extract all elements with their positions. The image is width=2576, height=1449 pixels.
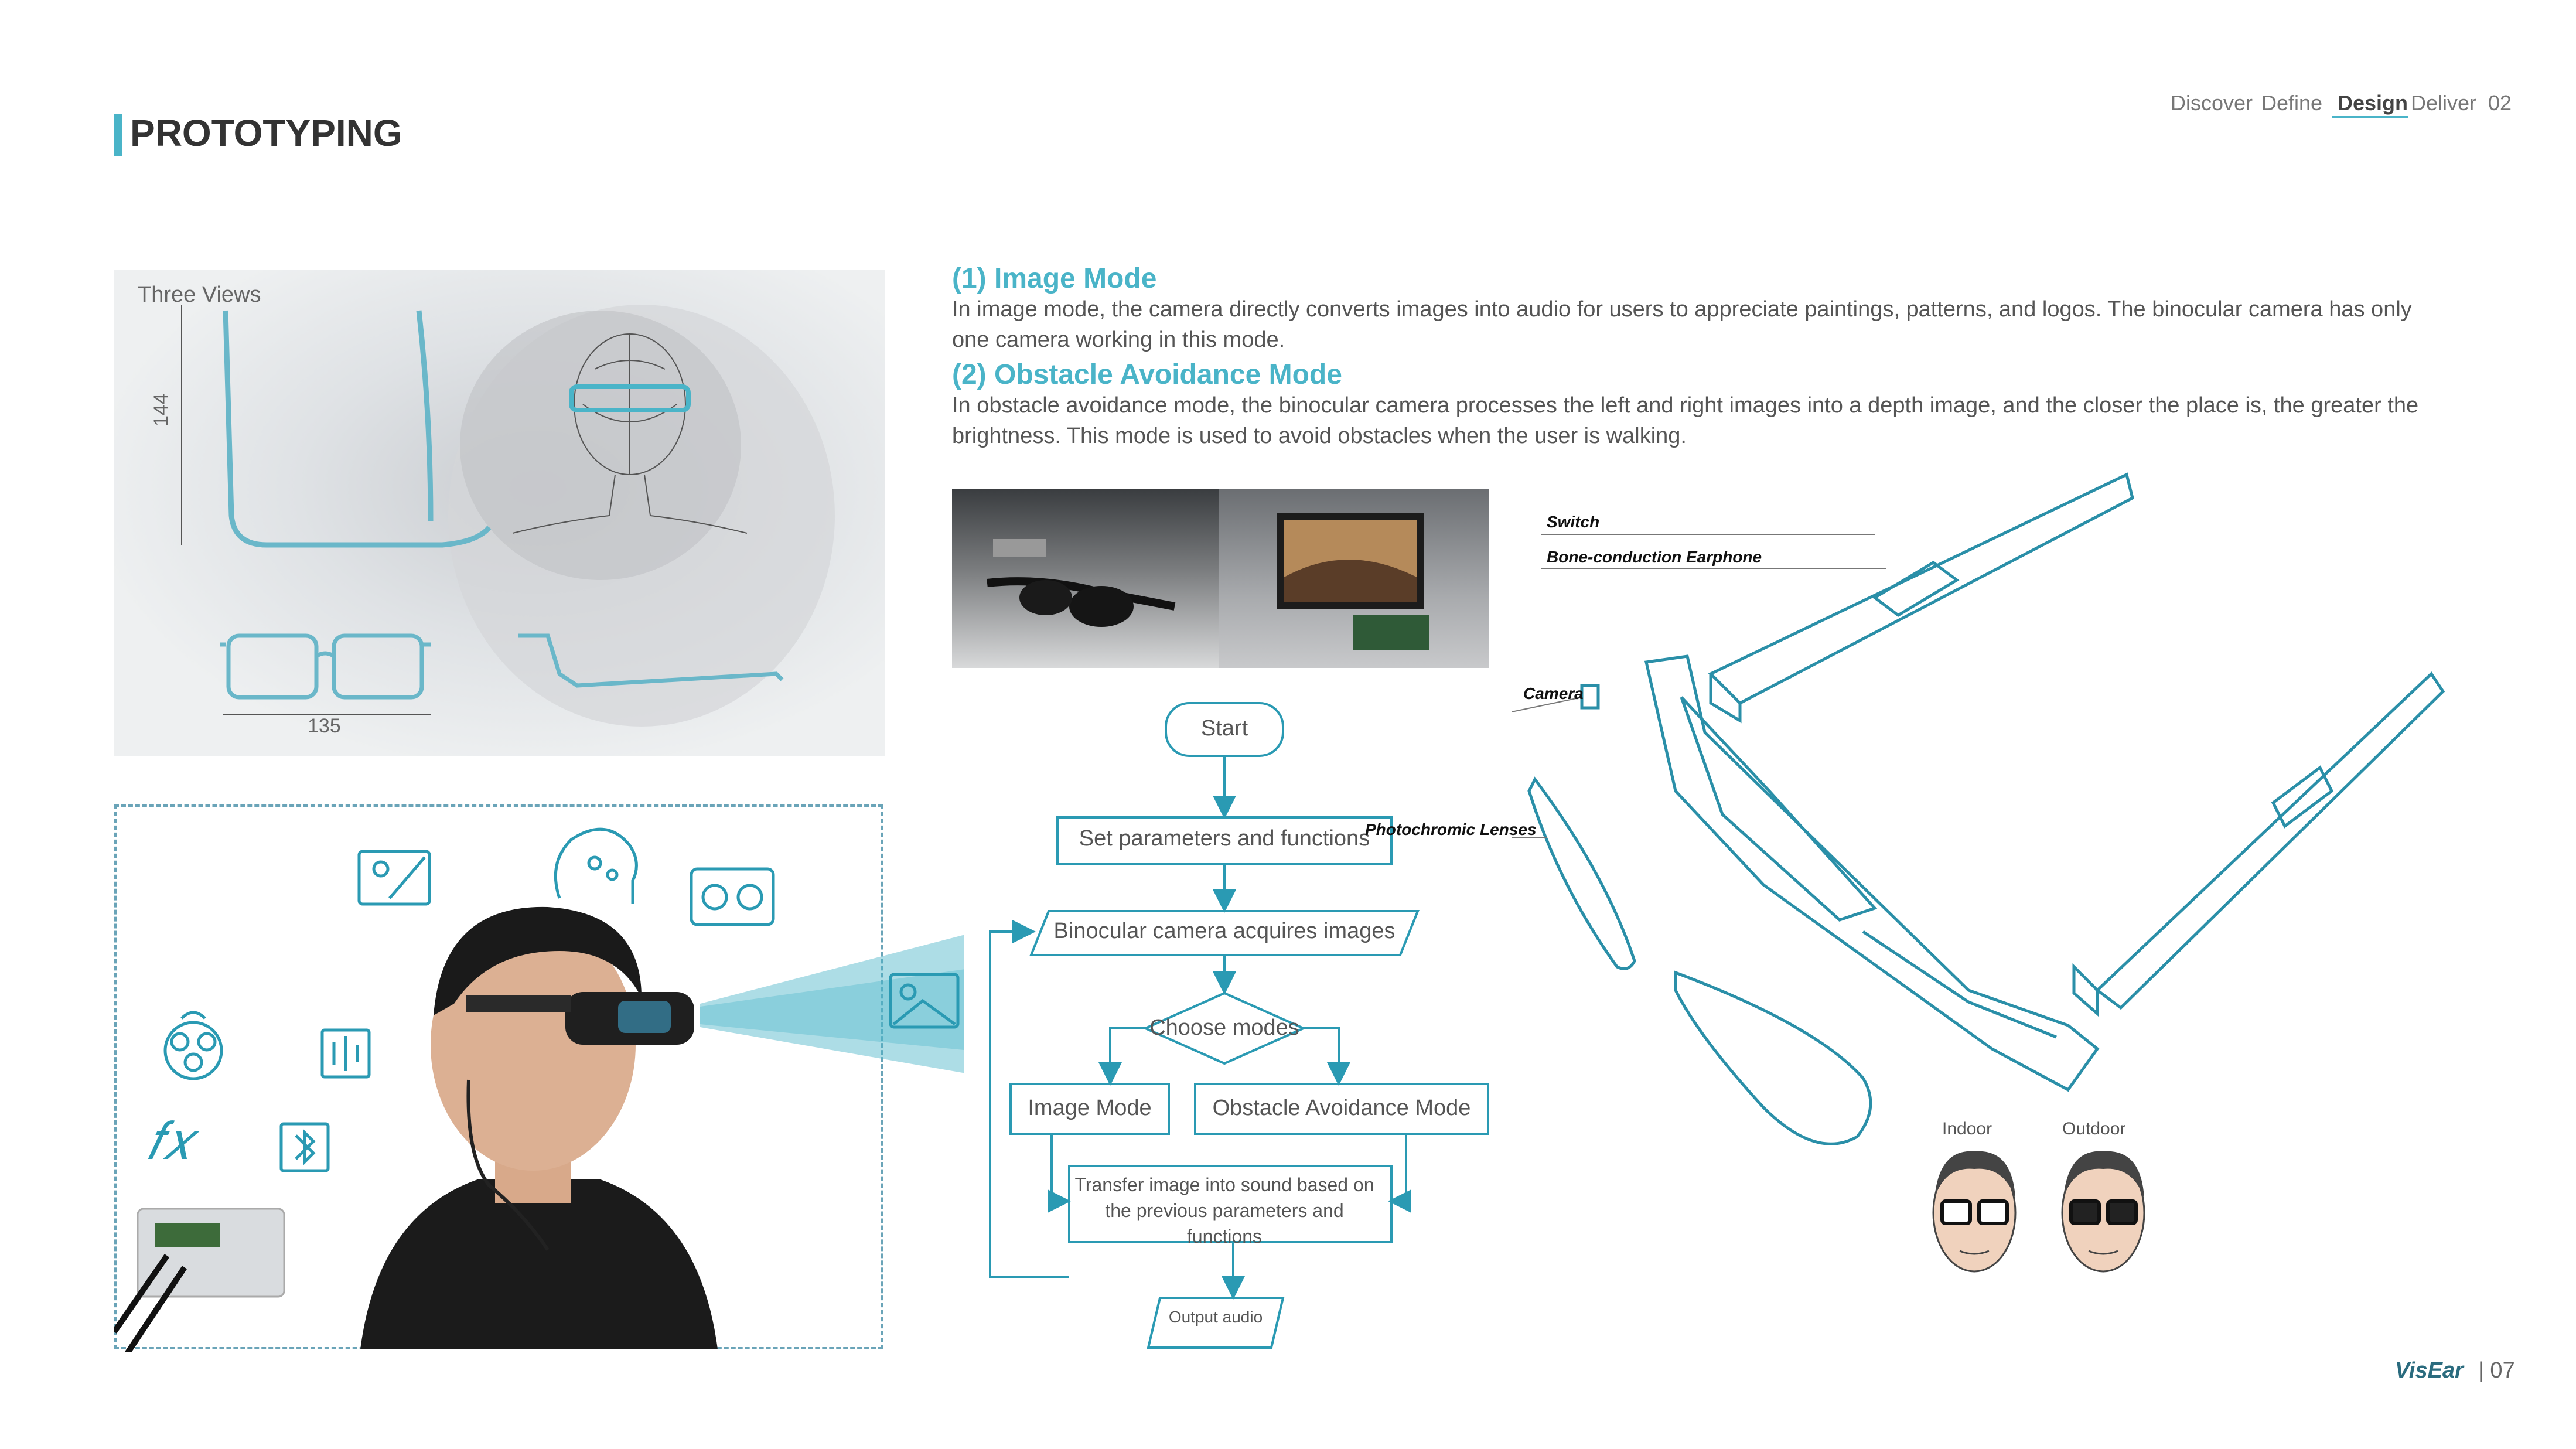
fc-set-params-label: Set parameters and functions (1079, 826, 1370, 851)
nav-define[interactable]: Define (2261, 91, 2323, 115)
camera-icon (690, 867, 775, 926)
footer-brand: VisEar (2395, 1358, 2464, 1383)
function-icon: 𝑓𝑥 (146, 1112, 200, 1171)
nav-design[interactable]: Design (2338, 91, 2408, 115)
prototype-photo-glasses (952, 489, 1219, 668)
callout-camera: Camera (1523, 684, 1584, 703)
obstacle-mode-heading: (2) Obstacle Avoidance Mode (952, 359, 1342, 390)
image-mode-text: In image mode, the camera directly conve… (952, 297, 2412, 352)
fc-transfer-node (1068, 1165, 1393, 1243)
fc-obstacle-mode-label: Obstacle Avoidance Mode (1212, 1096, 1471, 1120)
width-dimension: 135 (308, 715, 341, 737)
nav-deliver[interactable]: Deliver (2411, 91, 2477, 115)
sound-wave-icon (320, 1028, 371, 1079)
bluetooth-icon (279, 1122, 330, 1172)
outdoor-face-icon (2061, 1151, 2145, 1273)
fc-acquire-label: Binocular camera acquires images (1053, 919, 1396, 943)
nav-active-underline (2332, 116, 2408, 118)
title-accent-bar (114, 114, 122, 156)
fc-output-node (1147, 1297, 1285, 1349)
outdoor-label: Outdoor (2062, 1119, 2126, 1138)
exploded-view-drawing (1512, 472, 2445, 1145)
indoor-face-icon (1932, 1151, 2017, 1273)
callout-switch: Switch (1547, 513, 1600, 531)
fc-choose-node (1142, 991, 1306, 1065)
lens-demo-faces (1932, 1151, 2145, 1273)
front-view-glasses-icon (220, 633, 431, 700)
three-views-drawing (181, 305, 835, 727)
raspberry-pi-device (114, 1208, 285, 1352)
fc-output-label: Output audio (1168, 1308, 1263, 1326)
system-illustration: 𝑓𝑥 (114, 827, 964, 1352)
three-views-panel: Three Views 144 135 (114, 270, 885, 756)
fc-start-label: Start (1200, 716, 1248, 741)
raspberry-pi-icon (163, 1011, 223, 1080)
right-arm (2095, 671, 2445, 1010)
page-title: PROTOTYPING (130, 112, 402, 154)
image-edit-icon (357, 850, 431, 906)
picture-icon (889, 973, 960, 1029)
image-mode-heading: (1) Image Mode (952, 263, 1157, 294)
glasses-frame (1644, 654, 2100, 1092)
fc-obstacle-mode-node (1194, 1083, 1489, 1135)
callout-lenses: Photochromic Lenses (1365, 820, 1537, 838)
fc-acquire-node (1029, 910, 1420, 956)
footer-page-number: | 07 (2478, 1358, 2515, 1383)
prototype-photo-depth-display (1219, 489, 1489, 668)
top-arm (1708, 472, 2134, 705)
flowchart (989, 702, 1489, 1349)
fc-image-mode-label: Image Mode (1028, 1096, 1152, 1120)
fc-choose-label: Choose modes (1149, 1015, 1299, 1040)
right-lens (1674, 970, 1872, 1145)
nav-discover[interactable]: Discover (2171, 91, 2253, 115)
three-views-label: Three Views (138, 282, 261, 307)
user-photo (360, 906, 718, 1349)
fc-transfer-label: Transfer image into sound based on the p… (1074, 1174, 1374, 1247)
nav-section-number: 02 (2488, 91, 2512, 115)
camera-part (1580, 684, 1600, 710)
fc-image-mode-node (1009, 1083, 1170, 1135)
callout-earphone: Bone-conduction Earphone (1547, 548, 1762, 566)
obstacle-mode-text: In obstacle avoidance mode, the binocula… (952, 393, 2419, 448)
indoor-label: Indoor (1942, 1119, 1992, 1138)
left-lens (1527, 776, 1636, 970)
ai-head-icon (554, 827, 638, 904)
height-dimension: 144 (149, 393, 172, 427)
